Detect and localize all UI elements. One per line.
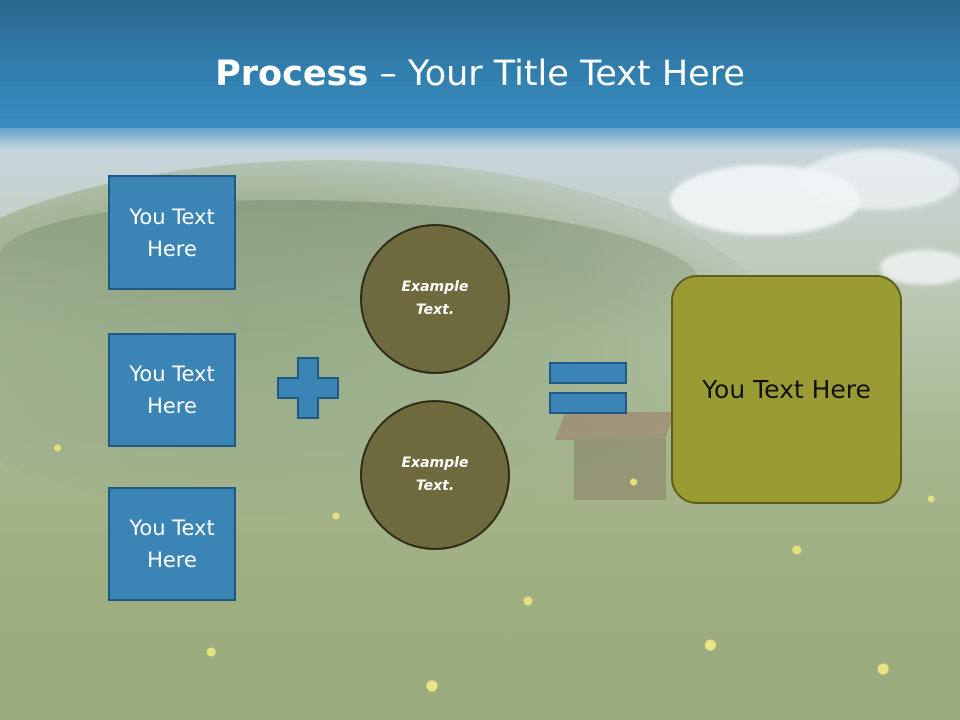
result-box[interactable]: You Text Here (671, 275, 902, 504)
title-rest: – Your Title Text Here (368, 54, 745, 94)
slide-title[interactable]: Process – Your Title Text Here (0, 52, 960, 96)
input-box-label: You Text Here (129, 362, 215, 418)
title-bar: Process – Your Title Text Here (0, 0, 960, 150)
input-box-label: You Text Here (129, 204, 215, 261)
input-box-2[interactable]: You Text Here (108, 333, 236, 447)
cloud (800, 150, 960, 210)
input-box-3[interactable]: You Text Here (108, 487, 236, 601)
input-box-1[interactable]: You Text Here (108, 175, 236, 290)
example-circle-label: Example Text. (401, 455, 469, 494)
equals-icon[interactable] (549, 362, 627, 414)
plus-icon[interactable] (277, 357, 339, 419)
result-box-label: You Text Here (702, 375, 871, 404)
example-circle-2[interactable]: Example Text. (360, 400, 510, 550)
cloud (880, 250, 960, 285)
title-bold: Process (215, 54, 369, 94)
input-box-label: You Text Here (129, 516, 215, 572)
example-circle-1[interactable]: Example Text. (360, 224, 510, 374)
example-circle-label: Example Text. (401, 279, 469, 318)
